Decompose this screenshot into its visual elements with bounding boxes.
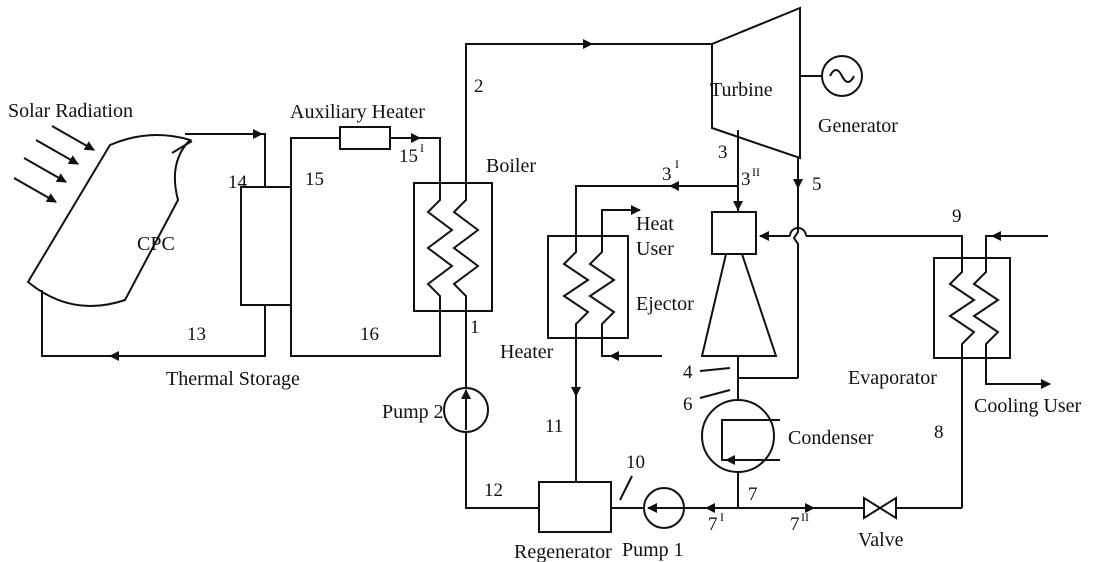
pipe-16: [290, 295, 441, 357]
evaporator: [933, 257, 1011, 359]
pipe-14: [185, 133, 266, 187]
point-11: 11: [545, 416, 563, 437]
cooling-user-in: [985, 235, 1048, 258]
point-3i-sup: I: [675, 157, 679, 171]
point-4: 4: [683, 362, 693, 383]
point-3ii-sup: II: [752, 165, 760, 179]
boiler-label: Boiler: [486, 155, 536, 177]
point-7i-sup: I: [720, 510, 724, 524]
boiler-coil-working: [452, 183, 480, 311]
point-16: 16: [360, 324, 379, 345]
point-15i-sup: I: [420, 141, 424, 155]
heat-user-out: [601, 209, 638, 236]
expansion-valve: [863, 496, 897, 520]
point-2: 2: [474, 76, 484, 97]
solar-radiation-label: Solar Radiation: [8, 100, 133, 122]
cpc-label: CPC: [137, 233, 175, 255]
cooling-user-out: [985, 358, 1048, 385]
heat-user-in: [601, 338, 660, 357]
pipe-15: [290, 137, 340, 187]
heater-label: Heater: [500, 341, 554, 363]
pipe-9: [806, 235, 963, 258]
turbine-label: Turbine: [710, 79, 773, 101]
ejector-diffuser: [700, 253, 778, 357]
point-10: 10: [626, 452, 645, 473]
solar-radiation-arrows: [13, 125, 95, 203]
turbine: [711, 6, 801, 160]
condenser: [701, 399, 775, 473]
boiler-coil-hot: [426, 183, 454, 311]
point-1: 1: [470, 317, 480, 338]
ejector-mixing-chamber: [711, 211, 757, 255]
point-7ii: 7: [790, 514, 800, 535]
point-3ii: 3: [741, 169, 751, 190]
point-12: 12: [484, 480, 503, 501]
pump-1-label: Pump 1: [622, 539, 684, 561]
point-9: 9: [952, 206, 962, 227]
point-7ii-sup: II: [801, 510, 809, 524]
point-3i: 3: [662, 164, 672, 185]
regenerator-label: Regenerator: [514, 541, 612, 562]
generator-label: Generator: [818, 115, 898, 137]
heater: [547, 235, 629, 339]
pipe-9-crossover: [789, 227, 807, 237]
pipe-5: [792, 158, 799, 378]
pipe-12: [465, 432, 539, 509]
heater-coil-user: [588, 236, 616, 338]
point-6: 6: [683, 394, 693, 415]
point-15: 15: [305, 169, 324, 190]
condenser-label: Condenser: [788, 427, 874, 449]
heat-user-label-2: User: [636, 238, 674, 260]
cpc-collector: [26, 134, 193, 307]
point-15i: 15: [399, 146, 418, 167]
heater-coil-steam: [562, 236, 590, 338]
thermal-storage-label: Thermal Storage: [166, 368, 300, 390]
point-8: 8: [934, 422, 944, 443]
point-7i: 7: [708, 514, 718, 535]
valve-label: Valve: [858, 529, 904, 551]
point-13: 13: [187, 324, 206, 345]
leader-10: [619, 475, 633, 501]
regenerator: [538, 481, 612, 533]
cooling-user-label: Cooling User: [974, 395, 1082, 417]
evaporator-label: Evaporator: [848, 367, 937, 389]
heat-user-label-1: Heat: [636, 213, 674, 235]
leader-4: [699, 367, 731, 372]
pipe-2: [465, 43, 712, 183]
point-3: 3: [718, 142, 728, 163]
evaporator-coil-refrigerant: [948, 258, 976, 358]
point-5: 5: [812, 174, 822, 195]
pump-2-label: Pump 2: [382, 401, 444, 423]
pipe-13: [41, 290, 266, 357]
thermal-storage-tank: [240, 186, 292, 306]
boiler: [413, 182, 493, 312]
generator-sine-icon: [829, 69, 855, 83]
leader-6: [699, 389, 731, 399]
auxiliary-heater: [339, 126, 391, 150]
point-7: 7: [748, 484, 758, 505]
evaporator-coil-user: [972, 258, 1000, 358]
auxiliary-heater-label: Auxiliary Heater: [290, 101, 425, 123]
ejector-label: Ejector: [636, 293, 694, 315]
